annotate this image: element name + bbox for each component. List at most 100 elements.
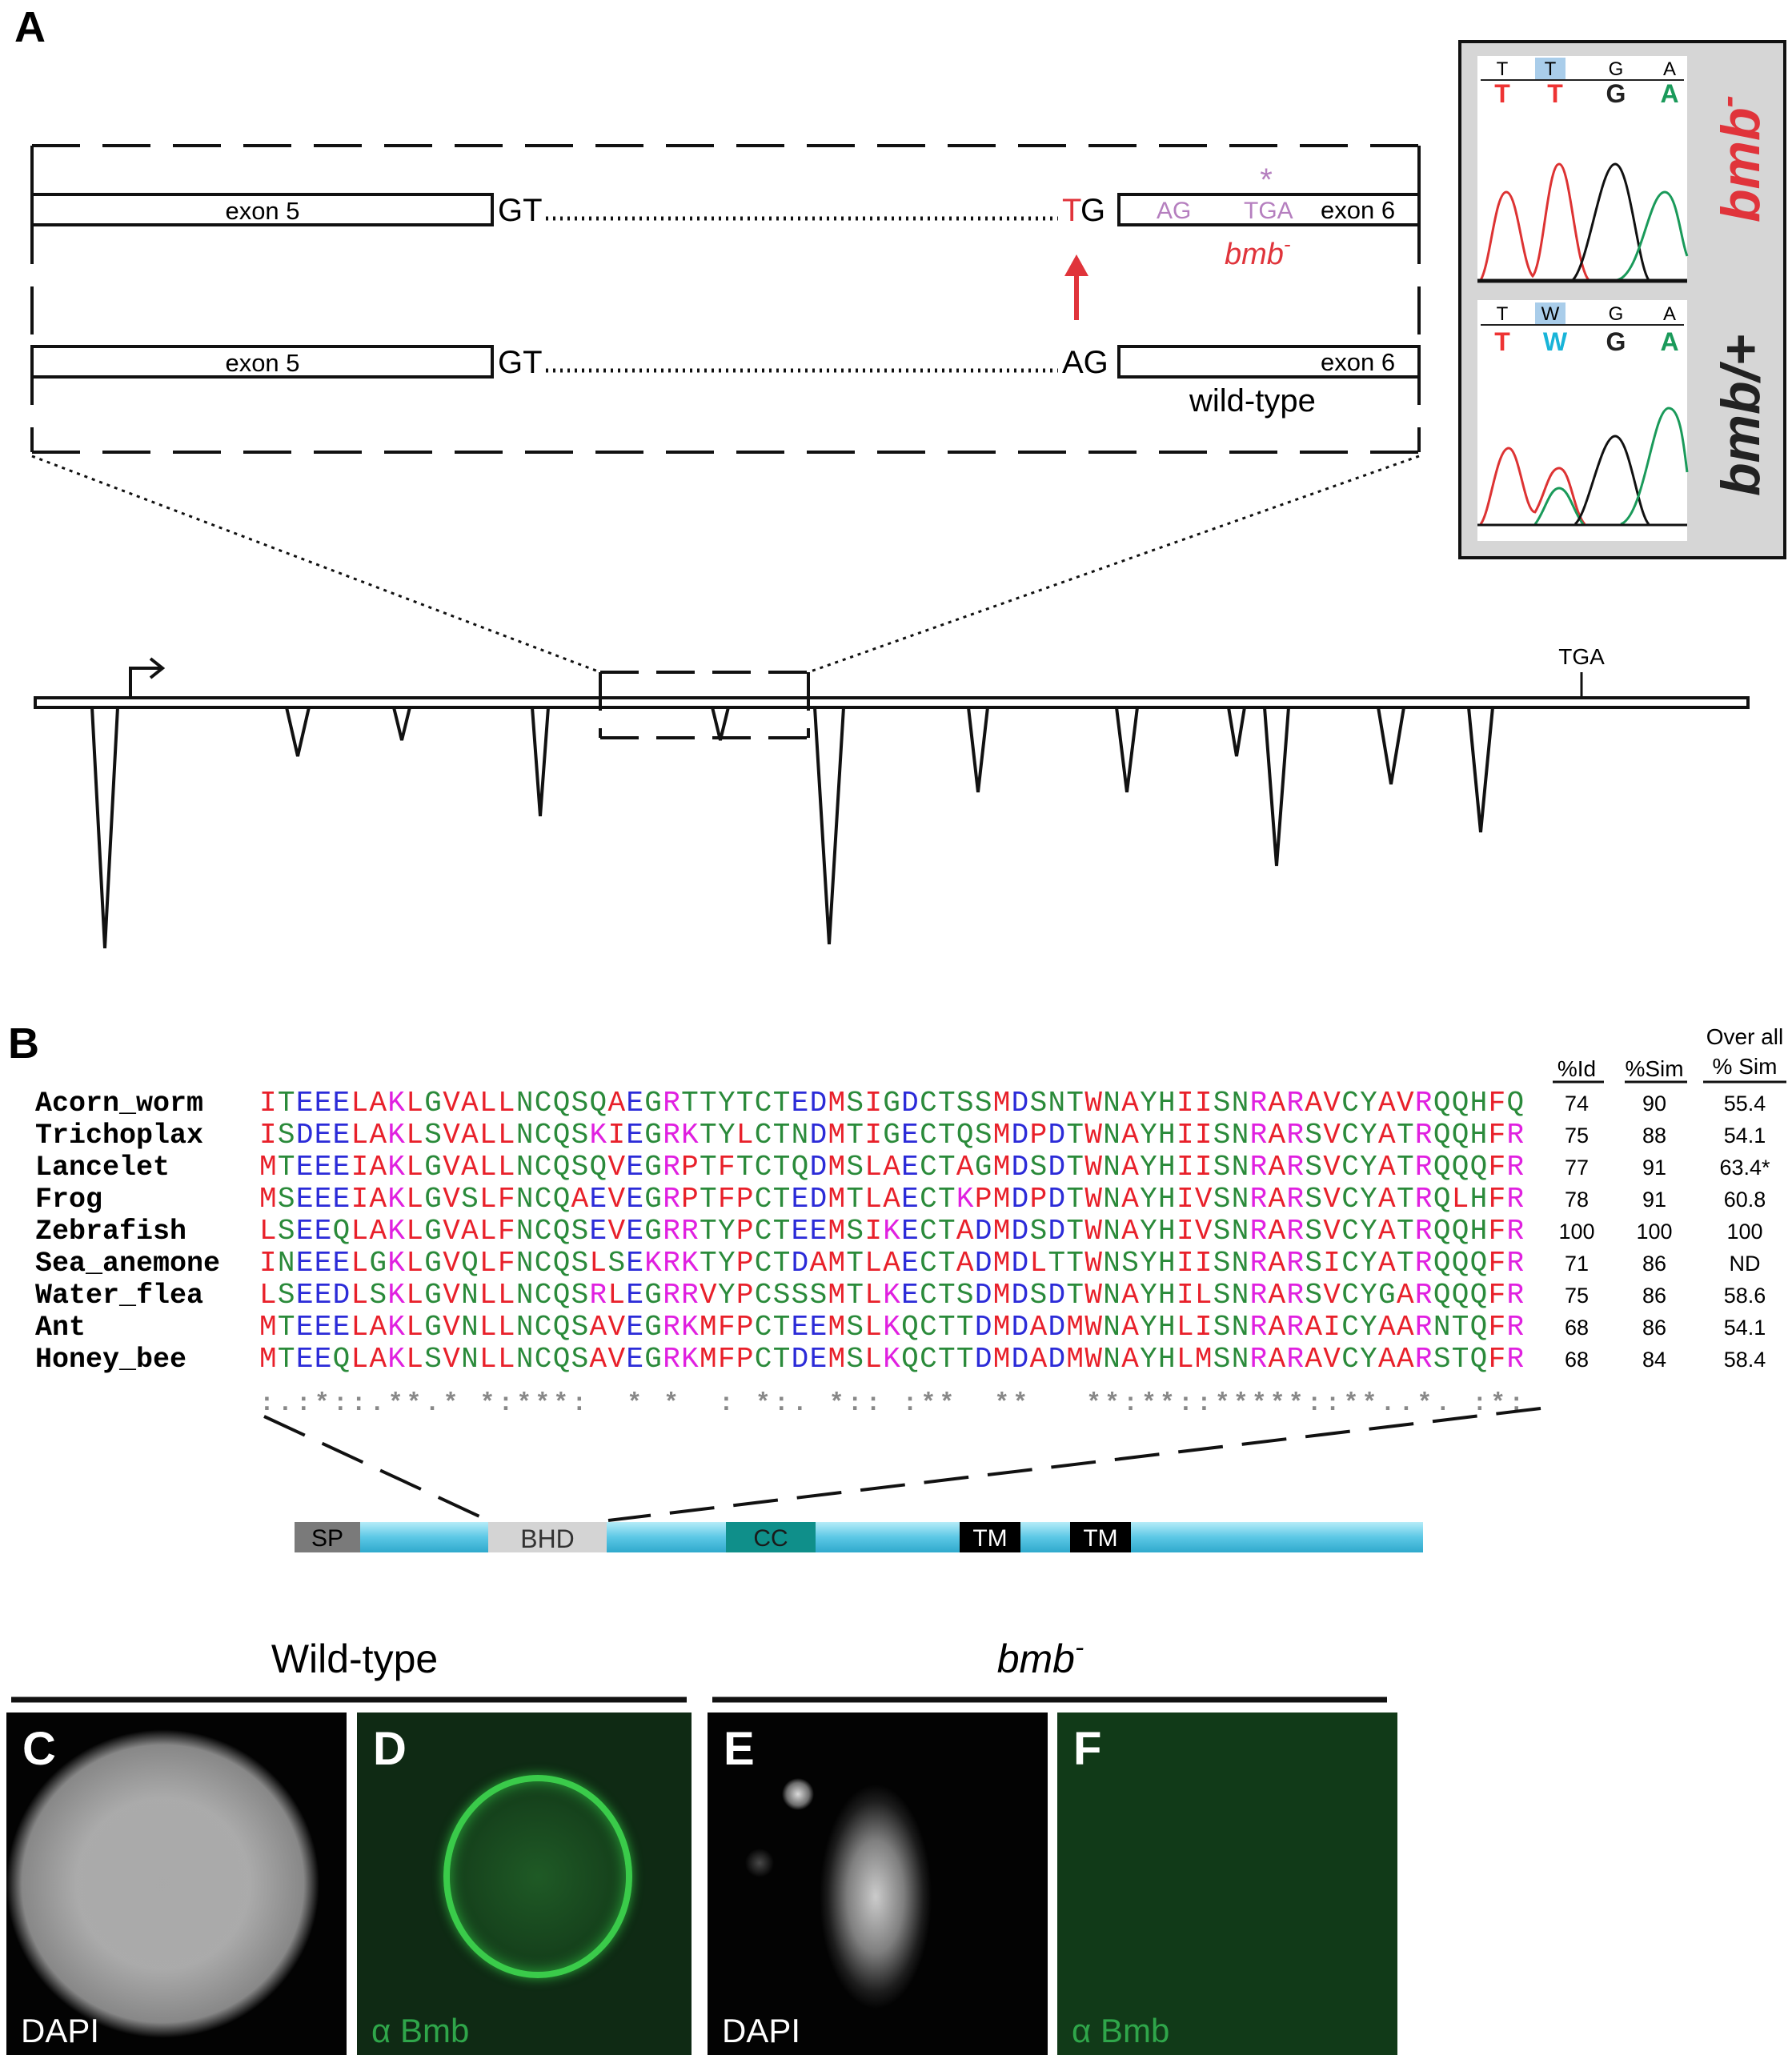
exon6-box-wt (1117, 345, 1421, 379)
header-sim: %Sim (1625, 1056, 1683, 1081)
svg-text:CC: CC (753, 1525, 788, 1552)
allele-label-mutant: bmb- (1225, 232, 1291, 271)
species-name: Frog (35, 1184, 102, 1216)
domain-cc (726, 1522, 816, 1552)
overall-sim: 60.8 (1724, 1188, 1766, 1212)
alignment-zoom-lines (263, 1407, 1541, 1522)
panel-label-e: E (724, 1723, 755, 1775)
percent-id: 74 (1565, 1092, 1589, 1116)
exon6-box-mutant (1117, 193, 1421, 226)
mutated-base-t: T (1062, 193, 1081, 228)
chromatogram-mutant (1477, 56, 1687, 283)
species-name: Zebrafish (35, 1216, 186, 1248)
svg-text:TM: TM (972, 1525, 1007, 1552)
domain-tm-2 (1070, 1522, 1131, 1552)
exon5-box-wt (30, 345, 494, 379)
sequence: MTEEQLAKLSVNLLNCQSAVEGRKMFPCTDEMSLKQCTTD… (259, 1343, 1524, 1376)
species-name: Ant (35, 1312, 86, 1344)
mut-base-4: A (1663, 58, 1676, 80)
header-overall-1: Over all (1706, 1024, 1783, 1049)
splice-gt-mutant: GT (498, 193, 543, 228)
percent-id: 75 (1565, 1284, 1589, 1308)
tga-label: TGA (1244, 198, 1293, 224)
percent-sim: 91 (1642, 1156, 1666, 1180)
bmb-caption-d: α Bmb (371, 2012, 470, 2049)
wildtype-title: Wild-type (271, 1636, 438, 1681)
het-base-4: A (1663, 303, 1676, 325)
domain-sp (295, 1522, 360, 1552)
panel-label-b: B (8, 1019, 39, 1068)
het-call-1: T (1494, 327, 1510, 356)
overall-sim: 58.6 (1724, 1284, 1766, 1308)
overall-sim: 58.4 (1724, 1348, 1766, 1372)
panel-c-dapi-wt: C DAPI (6, 1712, 347, 2055)
chromatogram-panel: T T G A T T G A T W G A T W G A bmb- bmb… (1458, 40, 1786, 559)
svg-text:TM: TM (1083, 1525, 1117, 1552)
panel-label-c: C (22, 1723, 56, 1775)
mut-call-4: A (1660, 79, 1678, 108)
splice-gt-wt: GT (498, 345, 543, 380)
het-call-3: G (1606, 327, 1626, 356)
header-overall-2: % Sim (1713, 1054, 1778, 1079)
domain-diagram: SP BHD CC TM TM (295, 1522, 1423, 1553)
percent-sim: 86 (1642, 1316, 1666, 1340)
het-call-4: A (1660, 327, 1678, 356)
mut-base-2: T (1545, 58, 1557, 80)
wildtype-gene-row: exon 5 GT AG exon 6 wild-type (30, 345, 1421, 419)
dapi-caption-e: DAPI (722, 2012, 801, 2049)
ag-label: AG (1157, 198, 1191, 224)
svg-text:SP: SP (311, 1525, 343, 1552)
species-name: Honey_bee (35, 1344, 186, 1376)
panel-f-bmb-mut: F α Bmb (1057, 1712, 1397, 2055)
sequence: LSEEDLSKLGVNLLNCQSRLEGRRVYPCSSSMTLKECTSD… (259, 1279, 1524, 1312)
percent-id: 77 (1565, 1156, 1589, 1180)
het-base-1: T (1497, 303, 1509, 325)
species-name: Trichoplax (35, 1120, 203, 1152)
percent-sim: 100 (1636, 1220, 1672, 1244)
exon6-label-mutant: exon 6 (1321, 196, 1395, 224)
sequence: MTEEEIAKLGVALLNCQSQVEGRPTFTCTQDMSLAECTAG… (259, 1151, 1524, 1184)
panel-label-f: F (1073, 1723, 1102, 1775)
mutant-title: bmb- (997, 1632, 1084, 1681)
splice-ag-wt: AG (1062, 345, 1108, 380)
stop-star: * (1260, 162, 1273, 198)
consensus-line: :.:*::.**.* *:***: * * : *:. *:: :** ** … (259, 1390, 1524, 1418)
percent-sim: 88 (1642, 1124, 1666, 1148)
splice-g-mutant: G (1080, 193, 1105, 228)
percent-sim: 86 (1642, 1252, 1666, 1276)
mut-base-1: T (1497, 58, 1509, 80)
mut-call-3: G (1606, 79, 1626, 108)
sequence: MTEEELAKLGVNLLNCQSAVEGRKMFPCTEEMSLKQCTTD… (259, 1311, 1524, 1344)
exon5-box-mutant (30, 193, 494, 226)
zoom-projection-lines (31, 455, 1420, 674)
sequence: ISDEELAKLSVALLNCQSKIEGRKTYLCTNDMTIGECTQS… (259, 1119, 1524, 1152)
het-genotype-label: bmb/+ (1710, 334, 1771, 496)
species-name: Lancelet (35, 1152, 170, 1184)
panel-e-dapi-mut: E DAPI (708, 1712, 1048, 2055)
mutant-gene-row: exon 5 GT T G AG TGA * exon 6 bmb- (30, 162, 1421, 320)
sequence: INEEELGKLGVQLFNCQSLSEKRKTYPCTDAMTLAECTAD… (259, 1247, 1524, 1280)
percent-sim: 84 (1642, 1348, 1666, 1372)
exon5-label-mutant: exon 5 (225, 197, 299, 225)
species-name: Sea_anemone (35, 1248, 220, 1280)
exon5-label-wt: exon 5 (225, 349, 299, 377)
species-name: Water_flea (35, 1280, 203, 1312)
overall-sim: 54.1 (1724, 1124, 1766, 1148)
zoom-frame (30, 144, 1421, 454)
mut-base-3: G (1609, 58, 1624, 80)
mutation-arrow (1064, 254, 1088, 320)
svg-text:BHD: BHD (520, 1524, 575, 1553)
exon6-label-wt: exon 6 (1321, 348, 1395, 376)
percent-id: 68 (1565, 1316, 1589, 1340)
sequence: ITEEELAKLGVALLNCQSQAEGRTTYTCTEDMSIGDCTSS… (259, 1087, 1524, 1120)
mut-call-1: T (1494, 79, 1510, 108)
panel-label-a: A (14, 3, 46, 51)
overall-sim: 55.4 (1724, 1092, 1766, 1116)
mutant-genotype-label: bmb- (1706, 95, 1771, 222)
sequence: LSEEQLAKLGVALFNCQSEVEGRRTYPCTEEMSIKECTAD… (259, 1215, 1524, 1248)
domain-bhd (488, 1522, 607, 1552)
alignment-headers: Over all % Sim %Id %Sim (1553, 1024, 1786, 1084)
chromatogram-het (1477, 300, 1687, 541)
